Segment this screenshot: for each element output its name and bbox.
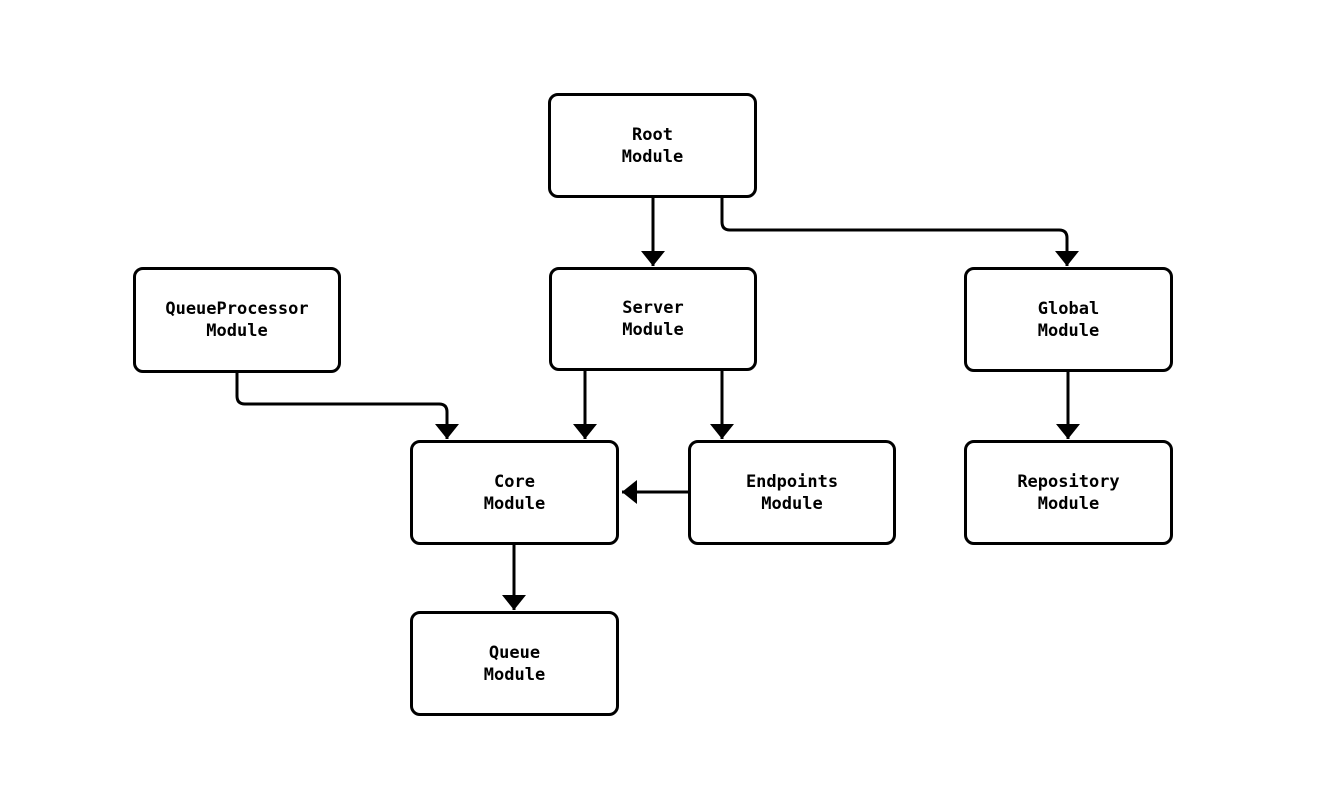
node-server-module: Server Module xyxy=(549,267,757,371)
node-server-module-label: Server Module xyxy=(622,298,684,340)
node-queue-module-label: Queue Module xyxy=(483,642,546,685)
node-repository-module-label: Repository Module xyxy=(1017,471,1120,514)
node-global-module-label: Global Module xyxy=(1037,298,1100,341)
node-global-module: Global Module xyxy=(964,267,1173,372)
edge-queueprocessor-to-core xyxy=(235,373,459,439)
node-repository-module: Repository Module xyxy=(964,440,1173,545)
node-root-module-label: Root Module xyxy=(621,124,684,167)
node-queue-module: Queue Module xyxy=(410,611,619,716)
node-queueprocessor-module-label: QueueProcessor Module xyxy=(165,299,309,341)
node-core-module: Core Module xyxy=(410,440,619,545)
node-endpoints-module-label: Endpoints Module xyxy=(745,471,839,514)
node-queueprocessor-module: QueueProcessor Module xyxy=(133,267,341,373)
node-endpoints-module: Endpoints Module xyxy=(688,440,896,545)
node-core-module-label: Core Module xyxy=(483,471,546,514)
edge-root-to-global xyxy=(720,198,1079,266)
node-root-module: Root Module xyxy=(548,93,757,198)
